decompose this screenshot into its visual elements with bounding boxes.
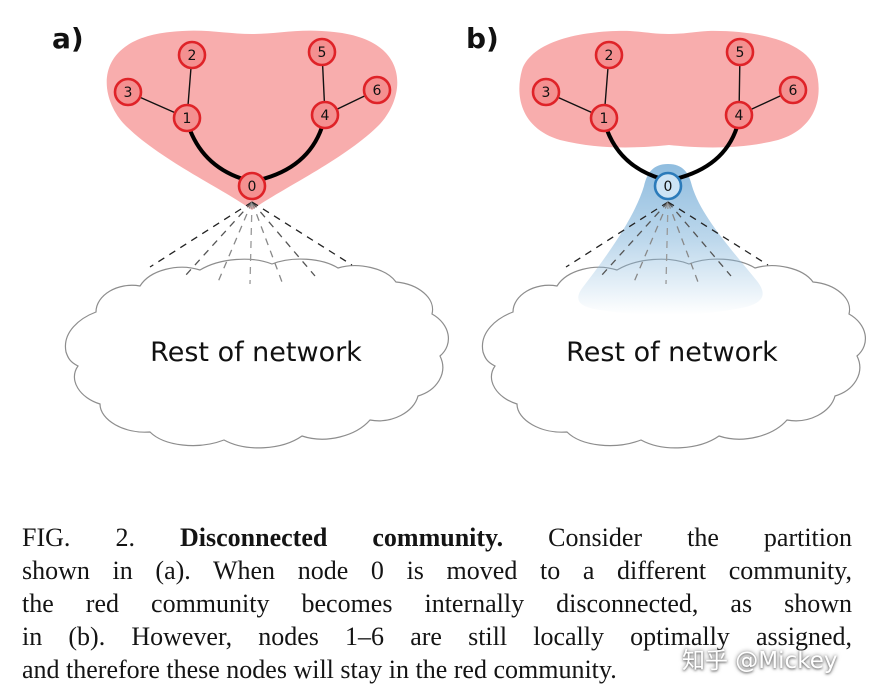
caption-line-2: shown in (a). When node 0 is moved to a … — [22, 556, 852, 585]
svg-text:6: 6 — [789, 83, 798, 99]
panel-a: a) 2 5 — [52, 22, 450, 449]
edge-b-4-0 — [673, 125, 739, 181]
node-a-0: 0 — [237, 171, 267, 201]
svg-text:1: 1 — [600, 111, 609, 127]
node-a-5: 5 — [307, 37, 337, 67]
rest-of-network-label-b: Rest of network — [566, 337, 778, 368]
edge-a-4-0 — [257, 125, 324, 182]
node-b-2: 2 — [594, 40, 624, 70]
svg-text:5: 5 — [318, 45, 327, 61]
red-community-blob-a — [106, 30, 398, 210]
node-b-5: 5 — [725, 37, 755, 67]
watermark: 知乎 @Mickey — [682, 648, 838, 674]
node-b-4: 4 — [724, 100, 754, 130]
svg-text:2: 2 — [188, 48, 197, 64]
caption-fig-label: FIG. 2. — [22, 523, 135, 552]
caption-line-5: and therefore these nodes will stay in t… — [22, 655, 617, 684]
caption-line-1-rest: Consider the partition — [548, 523, 853, 552]
panel-b-label: b) — [466, 22, 499, 55]
node-b-1: 1 — [589, 103, 619, 133]
node-b-0: 0 — [653, 171, 683, 201]
figure-caption: FIG. 2. Disconnected community. Consider… — [22, 521, 852, 686]
node-b-3: 3 — [531, 77, 561, 107]
svg-text:2: 2 — [605, 48, 614, 64]
node-a-4: 4 — [310, 100, 340, 130]
svg-text:4: 4 — [735, 108, 744, 124]
edge-a-1-0 — [188, 128, 248, 182]
node-a-2: 2 — [177, 40, 207, 70]
node-a-1: 1 — [172, 103, 202, 133]
blue-community-blob-b — [578, 164, 763, 315]
svg-text:3: 3 — [542, 85, 551, 101]
red-community-blob-b — [519, 30, 819, 148]
dashed-links-a — [149, 201, 353, 285]
svg-text:0: 0 — [664, 179, 673, 195]
svg-text:4: 4 — [321, 108, 330, 124]
figure-diagram: a) 2 5 — [52, 22, 867, 449]
node-b-6: 6 — [778, 75, 808, 105]
caption-line-3: the red community becomes internally dis… — [22, 589, 852, 618]
svg-text:0: 0 — [248, 179, 257, 195]
rest-of-network-label-a: Rest of network — [150, 337, 362, 368]
panel-a-label: a) — [52, 22, 84, 55]
panel-b: b) 2 5 — [466, 22, 867, 449]
nodes-b: 2 5 3 6 1 4 0 — [531, 37, 808, 201]
svg-text:5: 5 — [736, 45, 745, 61]
node-a-3: 3 — [113, 77, 143, 107]
svg-text:6: 6 — [373, 83, 382, 99]
dashed-links-b — [565, 201, 769, 285]
nodes-a: 2 5 3 6 1 4 0 — [113, 37, 392, 201]
caption-line-4: in (b). However, nodes 1–6 are still loc… — [22, 622, 852, 651]
node-a-6: 6 — [362, 75, 392, 105]
svg-text:1: 1 — [183, 111, 192, 127]
edge-b-1-0 — [605, 128, 664, 181]
svg-text:3: 3 — [124, 85, 133, 101]
caption-line-1: FIG. 2. Disconnected community. Consider… — [22, 521, 852, 554]
caption-title: Disconnected community. — [180, 523, 504, 552]
